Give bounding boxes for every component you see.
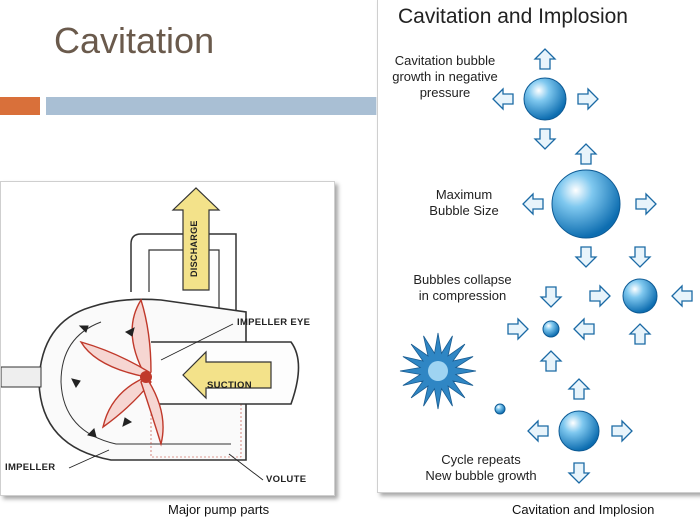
- accent-bar-blue: [46, 97, 376, 115]
- accent-bar-orange: [0, 97, 40, 115]
- pressure-arrow-down: [628, 246, 652, 268]
- pressure-arrow-left: [573, 317, 595, 341]
- pressure-arrow-right: [635, 192, 657, 216]
- impeller-blades: [79, 298, 164, 447]
- suction-arrow: [182, 350, 272, 400]
- bubble-new-growth: [558, 410, 600, 452]
- impeller-leader: [68, 449, 110, 469]
- pump-diagram: [1, 187, 300, 481]
- flow-arrows: [71, 325, 135, 438]
- label-volute: VOLUTE: [266, 474, 307, 485]
- right-caption: Cavitation and Implosion: [512, 502, 655, 517]
- slide-title: Cavitation: [54, 20, 215, 61]
- stage1-label: Cavitation bubble growth in negative pre…: [392, 53, 498, 100]
- pressure-arrow-down: [574, 246, 598, 268]
- stage2-label: Maximum Bubble Size: [429, 187, 499, 218]
- bubble-growth: [523, 77, 567, 121]
- left-caption: Major pump parts: [168, 502, 270, 517]
- stage4-label: Cycle repeats New bubble growth: [425, 452, 537, 483]
- label-suction: SUCTION: [207, 380, 252, 391]
- bubble-maximum: [551, 169, 621, 239]
- bubble-collapsing: [622, 278, 658, 314]
- pressure-arrow-right: [507, 317, 529, 341]
- pressure-arrow-up: [628, 323, 652, 345]
- pressure-arrow-left: [527, 419, 549, 443]
- label-impeller-eye: IMPELLER EYE: [237, 317, 311, 328]
- cavitation-diagram: [399, 48, 693, 484]
- implosion-core: [428, 361, 448, 381]
- pump-shaft: [1, 366, 42, 388]
- discharge-pipe: [130, 233, 237, 332]
- pressure-arrow-down: [539, 286, 563, 308]
- impeller-hub: [140, 371, 152, 383]
- pump-diagram-panel: DISCHARGE IMPELLER EYE SUCTION IMPELLER …: [0, 181, 335, 496]
- cavitation-title: Cavitation and Implosion: [398, 5, 628, 28]
- label-impeller: IMPELLER: [5, 462, 56, 473]
- bubble-tiny: [494, 403, 506, 415]
- pressure-arrow-left: [522, 192, 544, 216]
- stage3-label: Bubbles collapse in compression: [413, 272, 512, 303]
- pressure-arrow-up: [539, 350, 563, 372]
- impeller-eye-leader: [160, 323, 234, 361]
- pressure-arrow-right: [611, 419, 633, 443]
- pressure-arrow-down: [567, 462, 591, 484]
- bubble-compressed: [542, 320, 560, 338]
- cavitation-panel: Cavitation and Implosion Cavitation bubb…: [377, 0, 700, 493]
- discharge-arrow: [171, 187, 221, 291]
- pressure-arrow-up: [567, 378, 591, 400]
- volute-leader: [228, 453, 264, 481]
- label-discharge: DISCHARGE: [189, 220, 199, 277]
- pressure-arrow-left: [671, 284, 693, 308]
- pressure-arrow-up: [533, 48, 557, 70]
- pressure-arrow-right: [577, 87, 599, 111]
- pressure-arrow-right: [589, 284, 611, 308]
- pressure-arrow-down: [533, 128, 557, 150]
- pressure-arrow-up: [574, 143, 598, 165]
- pressure-arrow-left: [492, 87, 514, 111]
